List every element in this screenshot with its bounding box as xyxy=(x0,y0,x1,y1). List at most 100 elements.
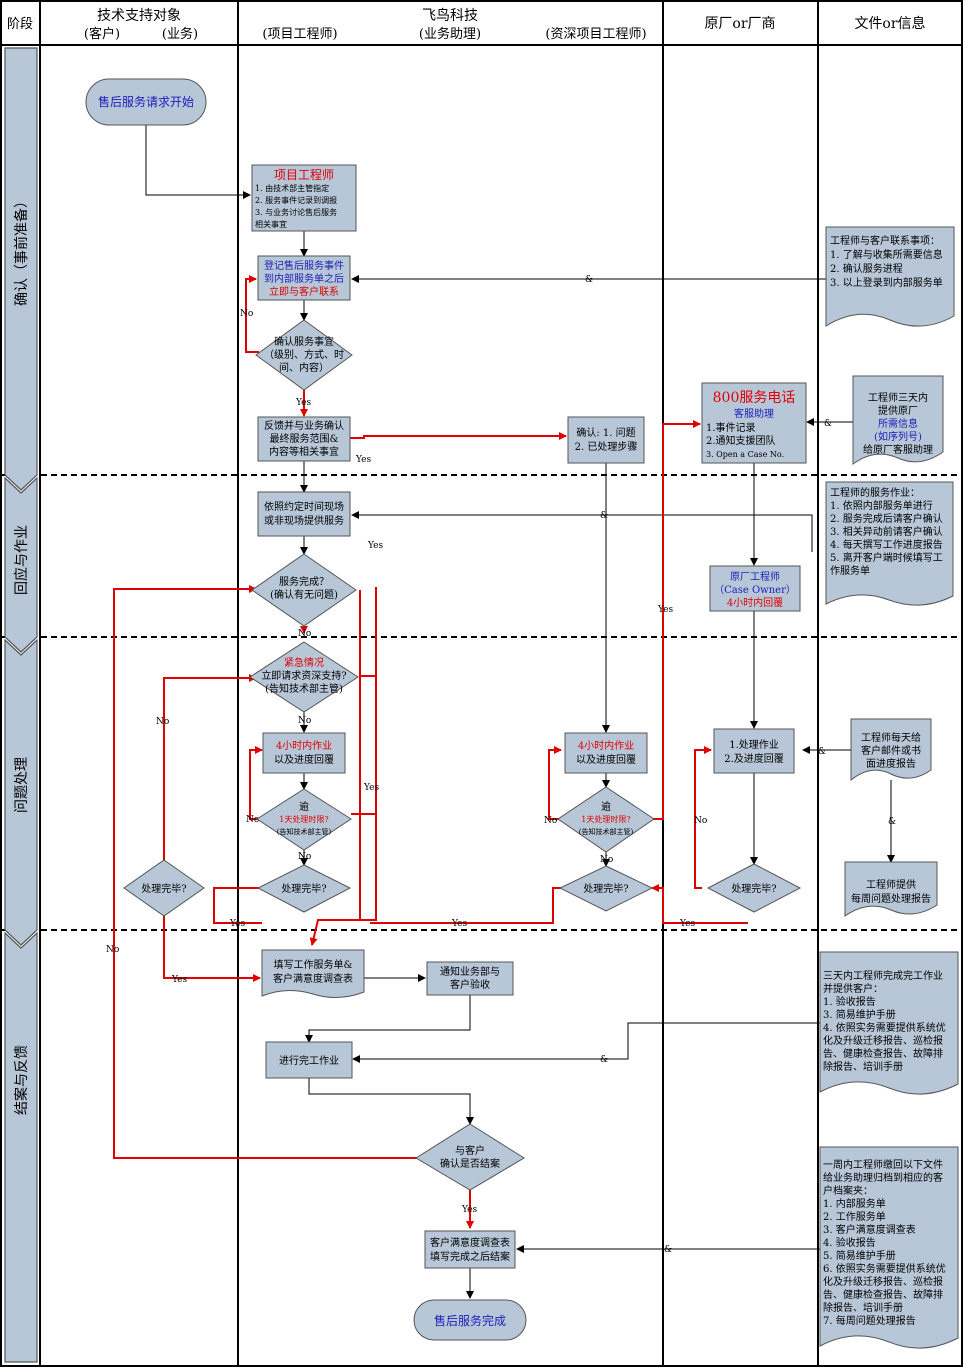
urgent-line-1: 立即请求资深支持? xyxy=(261,669,346,682)
doc-daily-report-line-2: 客户邮件或书 xyxy=(861,744,921,757)
header-docs: 文件or信息 xyxy=(854,15,925,32)
confirm-line-1: 确认服务事宜 xyxy=(274,335,334,348)
doc-archive-line-5: 2. 工作服务单 xyxy=(823,1210,886,1223)
label-yes-7: Yes xyxy=(679,919,695,929)
service-done-line-1: 服务完成？ xyxy=(279,575,329,588)
senior-confirm-line-2: 2. 已处理步骤 xyxy=(575,441,638,453)
header-company-sub3: (资深项目工程师) xyxy=(545,27,646,42)
doc-completion-line-2: 并提供客户： xyxy=(823,982,883,995)
doc-daily-report xyxy=(850,718,932,782)
finish-b-label: 处理完毕? xyxy=(583,882,628,895)
header-client-sub1: (客户) xyxy=(84,26,120,42)
header-stage: 阶段 xyxy=(7,17,33,32)
project-engineer-box xyxy=(251,164,357,232)
doc-archive-line-10: 化及升级迁移报告、巡检报 xyxy=(823,1275,943,1288)
hotline-line-1: 1.事件记录 xyxy=(706,421,756,434)
doc-service-work-line-6: 5. 离开客户端时候填写工 xyxy=(830,551,943,564)
feedback-line-1: 反馈并与业务确认 xyxy=(264,419,344,432)
label-amp-6: & xyxy=(600,1055,608,1065)
task-4h-a-line-2: 以及进度回覆 xyxy=(274,753,334,766)
survey-line-1: 客户满意度调查表 xyxy=(430,1236,510,1249)
vendor-owner-line-1: 原厂工程师 xyxy=(730,570,780,583)
label-no-1: No xyxy=(240,309,253,319)
header-company-sub2: (业务助理) xyxy=(419,26,481,42)
notify-line-2: 客户验收 xyxy=(450,978,490,991)
finish-left-label: 处理完毕? xyxy=(141,882,186,895)
overdue-a-line-2: 1天处理时限? xyxy=(279,814,328,824)
phase-label-respond: 回应与作业 xyxy=(13,525,30,595)
header-client-title: 技术支持对象 xyxy=(97,8,181,24)
doc-service-work xyxy=(825,481,954,606)
register-line-1: 登记售后服务事件 xyxy=(264,259,344,272)
project-engineer-line-1: 1. 由技术部主管指定 xyxy=(255,183,329,193)
doc-service-work-line-7: 作服务单 xyxy=(830,564,870,577)
register-line-2: 到内部服务单之后 xyxy=(264,272,344,285)
hotline-line-2: 2.通知支援团队 xyxy=(706,434,776,447)
header-company-title: 飞鸟科技 xyxy=(422,8,478,24)
task-4h-b-line-2: 以及进度回覆 xyxy=(576,753,636,766)
doc-archive xyxy=(819,1146,959,1349)
vendor-process-box xyxy=(713,728,795,774)
finish-diamond-left xyxy=(123,859,205,917)
label-amp-2: & xyxy=(824,419,832,429)
label-yes-8: Yes xyxy=(171,975,187,985)
label-yes-10: Yes xyxy=(461,1205,477,1215)
doc-completion-line-7: 告、健康检查报告、故障排 xyxy=(823,1047,943,1060)
overdue-diamond-a xyxy=(256,788,352,851)
urgent-line-2: (告知技术部主管) xyxy=(265,682,343,695)
flow-labels: No Yes Yes Yes No No Yes No No Yes Yes Y… xyxy=(106,275,896,1255)
urgent-diamond xyxy=(249,641,359,713)
doc-contact-line-1: 工程师与客户联系事项： xyxy=(830,234,940,247)
doc-completion-line-3: 1. 验收报告 xyxy=(823,995,876,1008)
doc-archive-line-8: 5. 简易维护手册 xyxy=(823,1249,896,1262)
phase-column: 确认（事前准备） 回应与作业 问题处理 结案与反馈 xyxy=(4,47,38,1363)
finish-c-label: 处理完毕? xyxy=(731,882,776,895)
vendor-owner-line-3: 4小时内回覆 xyxy=(727,596,783,609)
connectors-red xyxy=(113,275,748,1229)
task-4h-b-line-1: 4小时内作业 xyxy=(578,739,634,752)
hotline-box xyxy=(701,382,807,464)
doc-vendor-info-line-1: 工程师三天内 xyxy=(868,391,928,404)
label-yes-9: Yes xyxy=(657,605,673,615)
doc-service-work-line-3: 2. 服务完成后请客户确认 xyxy=(830,512,943,525)
finish-diamond-c xyxy=(706,863,802,913)
label-yes-5: Yes xyxy=(229,919,245,929)
notify-line-1: 通知业务部与 xyxy=(440,965,500,978)
label-no-10: No xyxy=(694,816,707,826)
vendor-process-line-1: 1.处理作业 xyxy=(729,739,779,751)
label-yes-3: Yes xyxy=(367,541,383,551)
register-box xyxy=(257,255,351,301)
task-4h-box-b xyxy=(564,732,648,774)
hotline-line-3: 3. Open a Case No. xyxy=(706,450,784,459)
label-yes-2: Yes xyxy=(355,455,371,465)
label-no-9: No xyxy=(600,855,613,865)
doc-completion-line-5: 4. 依照实务需要提供系统优 xyxy=(823,1021,946,1034)
confirm-diamond xyxy=(255,319,353,391)
project-engineer-title: 项目工程师 xyxy=(274,167,334,182)
doc-service-work-line-5: 4. 每天撰写工作进度报告 xyxy=(830,538,943,551)
complete-work-box xyxy=(265,1041,353,1079)
label-amp-3: & xyxy=(600,511,608,521)
onsite-line-2: 或非现场提供服务 xyxy=(264,514,344,527)
label-no-4: No xyxy=(246,815,259,825)
survey-line-2: 填写完成之后结案 xyxy=(430,1250,510,1263)
confirm-line-3: 间、内容） xyxy=(279,361,329,374)
flow-nodes: 售后服务请求开始 项目工程师 1. 由技术部主管指定 2. 服务事件记录到调报 … xyxy=(85,78,807,1341)
phase-label-confirm: 确认（事前准备） xyxy=(13,194,30,306)
urgent-red-label: 紧急情况 xyxy=(284,656,324,669)
start-label: 售后服务请求开始 xyxy=(98,94,194,109)
finish-diamond-a xyxy=(256,864,352,913)
label-no-5: No xyxy=(298,852,311,862)
overdue-b-line-2: 1天处理时限? xyxy=(581,814,630,824)
label-no-3: No xyxy=(298,716,311,726)
doc-vendor-info-line-3: 所需信息 xyxy=(878,417,918,430)
label-yes-6: Yes xyxy=(451,919,467,929)
label-amp-5: & xyxy=(888,817,896,827)
start-terminal xyxy=(85,78,207,126)
header-vendor: 原厂or厂商 xyxy=(704,16,775,32)
task-4h-box-a xyxy=(262,732,346,774)
survey-box xyxy=(424,1230,516,1269)
customer-confirm-line-2: 确认是否结案 xyxy=(440,1157,500,1170)
